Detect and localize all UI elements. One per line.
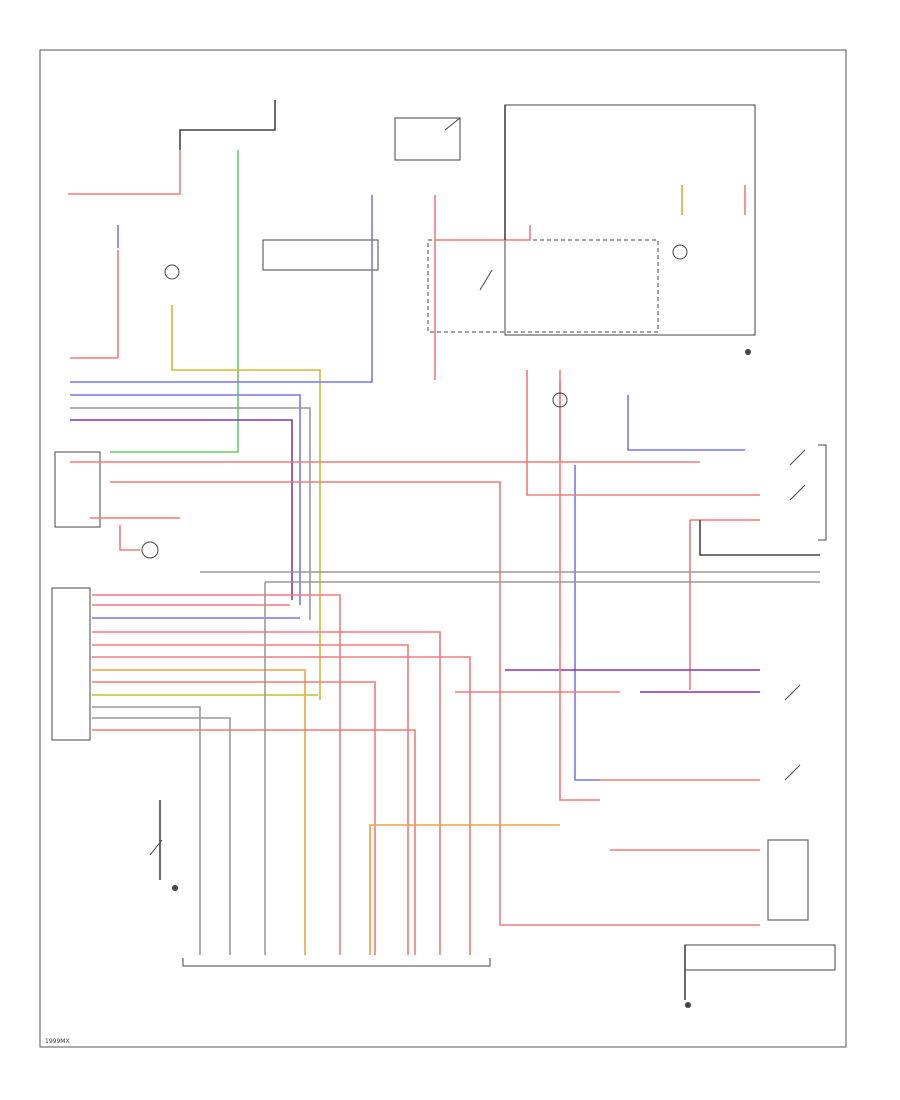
lamp-symbol-right bbox=[672, 244, 688, 260]
component-symbols bbox=[141, 117, 806, 1008]
bottom-connector-bracket bbox=[182, 958, 491, 967]
left-connector-block bbox=[51, 587, 91, 741]
wire-long-orange bbox=[369, 824, 560, 955]
wire-long-red-3 bbox=[559, 380, 600, 801]
ground-symbol-3 bbox=[172, 885, 178, 891]
wire-black-3 bbox=[699, 520, 820, 556]
wire-out-red-6 bbox=[92, 681, 376, 955]
ground-block bbox=[684, 944, 836, 971]
ground-symbol-1 bbox=[745, 349, 751, 355]
lamp-symbol-left bbox=[141, 541, 159, 559]
diagram-frame bbox=[39, 49, 847, 1048]
wire-mid-blue bbox=[627, 395, 745, 451]
wire-mid-blue-2 bbox=[574, 465, 600, 781]
wire-out-red-7 bbox=[92, 729, 416, 955]
switch-symbol-2 bbox=[444, 117, 461, 131]
control-unit-box bbox=[504, 104, 756, 336]
wire-purple bbox=[70, 419, 293, 600]
wire-out-red-1 bbox=[92, 594, 341, 955]
wire-out-red-4 bbox=[92, 644, 409, 955]
switch-symbol-5 bbox=[789, 484, 806, 501]
wire-top-red bbox=[68, 150, 181, 195]
fuse-box bbox=[262, 239, 379, 271]
wire-relay-red bbox=[434, 195, 531, 241]
relay-box-dashed bbox=[427, 239, 659, 333]
right-connector-bracket bbox=[818, 444, 827, 541]
lamp-symbol-mid bbox=[552, 392, 568, 408]
wire-blue-left-rows bbox=[70, 394, 301, 605]
lamp-symbol-upper-left bbox=[164, 264, 180, 280]
wire-group bbox=[68, 100, 820, 1000]
wire-gray-row bbox=[70, 407, 311, 620]
lower-right-switch-group bbox=[767, 839, 809, 921]
wire-out-red-5 bbox=[92, 656, 471, 955]
switch-symbol-6 bbox=[784, 764, 801, 781]
left-switch-block bbox=[54, 451, 101, 528]
footer-code: 1999MX bbox=[45, 1038, 70, 1045]
switch-symbol-7 bbox=[784, 684, 801, 701]
wire-black-1 bbox=[179, 100, 276, 150]
switch-symbol-1 bbox=[149, 839, 163, 856]
wire-mid-red-4 bbox=[526, 370, 760, 496]
wire-out-red-3 bbox=[92, 631, 441, 955]
wire-top-green bbox=[110, 150, 239, 453]
wire-yellow-row bbox=[171, 305, 321, 700]
ground-symbol-2 bbox=[685, 1002, 691, 1008]
wire-mid-red-3 bbox=[110, 481, 760, 926]
component-blocks bbox=[51, 104, 836, 971]
switch-symbol-4 bbox=[789, 449, 806, 466]
wire-blue-right bbox=[70, 195, 373, 383]
wire-out-gray-2 bbox=[92, 717, 231, 955]
wire-out-gray-1 bbox=[92, 706, 201, 955]
switch-symbol-3 bbox=[479, 269, 493, 291]
top-relay-box bbox=[394, 117, 461, 161]
wire-out-orange bbox=[92, 669, 306, 955]
wire-long-red-5 bbox=[119, 525, 140, 551]
